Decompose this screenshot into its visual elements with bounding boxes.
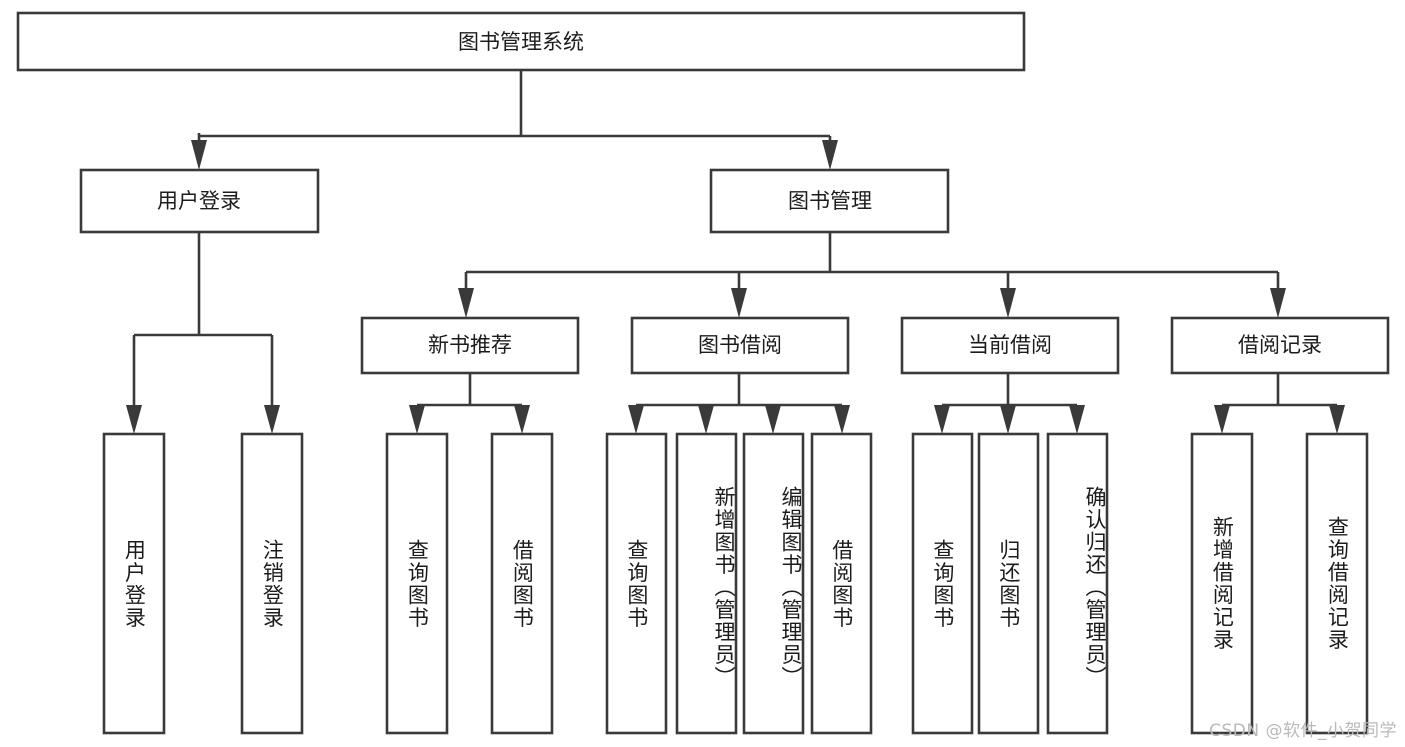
- node-box-group: [16, 11, 1390, 735]
- leaf-box-query-book-b[interactable]: [605, 432, 668, 735]
- leaf-box-user-login[interactable]: [102, 432, 166, 735]
- node-user-login-label: 用户登录: [157, 189, 241, 213]
- arrow-to-new-book-rec: [458, 288, 474, 318]
- arrow-to-leaf-query-book-c: [934, 405, 950, 434]
- arrow-to-current-borrow: [1000, 288, 1016, 318]
- arrow-to-borrow-record: [1270, 288, 1286, 318]
- leaf-box-query-record[interactable]: [1305, 432, 1369, 735]
- arrow-to-leaf-query-record: [1329, 405, 1345, 434]
- arrow-to-leaf-edit-book: [765, 405, 781, 434]
- leaf-box-add-record[interactable]: [1190, 432, 1254, 735]
- arrow-to-user-login: [191, 140, 207, 170]
- arrow-to-leaf-logout-login: [264, 405, 280, 434]
- arrow-to-leaf-user-login: [126, 405, 142, 434]
- leaf-box-edit-book[interactable]: [742, 432, 805, 735]
- node-book-borrow-label: 图书借阅: [698, 333, 782, 357]
- leaf-box-query-book-a[interactable]: [385, 432, 449, 735]
- leaf-box-query-book-c[interactable]: [911, 432, 974, 735]
- node-current-borrow-box[interactable]: [900, 316, 1120, 375]
- node-user-login-box[interactable]: [79, 168, 320, 234]
- leaf-box-borrow-book-b[interactable]: [810, 432, 873, 735]
- arrow-to-leaf-query-book-b: [628, 405, 644, 434]
- arrow-to-leaf-query-book-a: [409, 405, 425, 434]
- arrow-to-leaf-borrow-book-a: [514, 405, 530, 434]
- leaf-box-logout-login[interactable]: [240, 432, 304, 735]
- leaf-box-confirm-return[interactable]: [1046, 432, 1109, 735]
- watermark-text: CSDN @软件_小贺同学: [1209, 721, 1397, 741]
- node-book-manage-label: 图书管理: [788, 189, 872, 213]
- node-borrow-record-label: 借阅记录: [1238, 333, 1322, 357]
- leaf-box-borrow-book-a[interactable]: [490, 432, 554, 735]
- node-root-box[interactable]: [16, 11, 1026, 72]
- arrow-to-leaf-add-book: [698, 405, 714, 434]
- node-book-manage-box[interactable]: [709, 168, 950, 234]
- node-new-book-rec-label: 新书推荐: [428, 333, 512, 357]
- node-new-book-rec-box[interactable]: [360, 316, 580, 375]
- node-current-borrow-label: 当前借阅: [968, 333, 1052, 357]
- arrow-to-leaf-add-record: [1214, 405, 1230, 434]
- leaf-box-add-book[interactable]: [675, 432, 738, 735]
- leaf-box-return-book[interactable]: [977, 432, 1040, 735]
- node-book-borrow-box[interactable]: [630, 316, 850, 375]
- arrow-to-book-borrow: [731, 288, 747, 318]
- arrow-to-leaf-confirm-return: [1069, 405, 1085, 434]
- node-root-label: 图书管理系统: [458, 30, 584, 54]
- connector-group: [126, 70, 1345, 434]
- arrow-to-book-manage: [822, 140, 838, 170]
- node-borrow-record-box[interactable]: [1170, 316, 1390, 375]
- arrow-to-leaf-return-book: [1000, 405, 1016, 434]
- node-label-group: 图书管理系统 用户登录 图书管理 新书推荐 图书借阅 当前借阅 借阅记录: [157, 30, 1322, 357]
- arrow-to-leaf-borrow-book-b: [834, 405, 850, 434]
